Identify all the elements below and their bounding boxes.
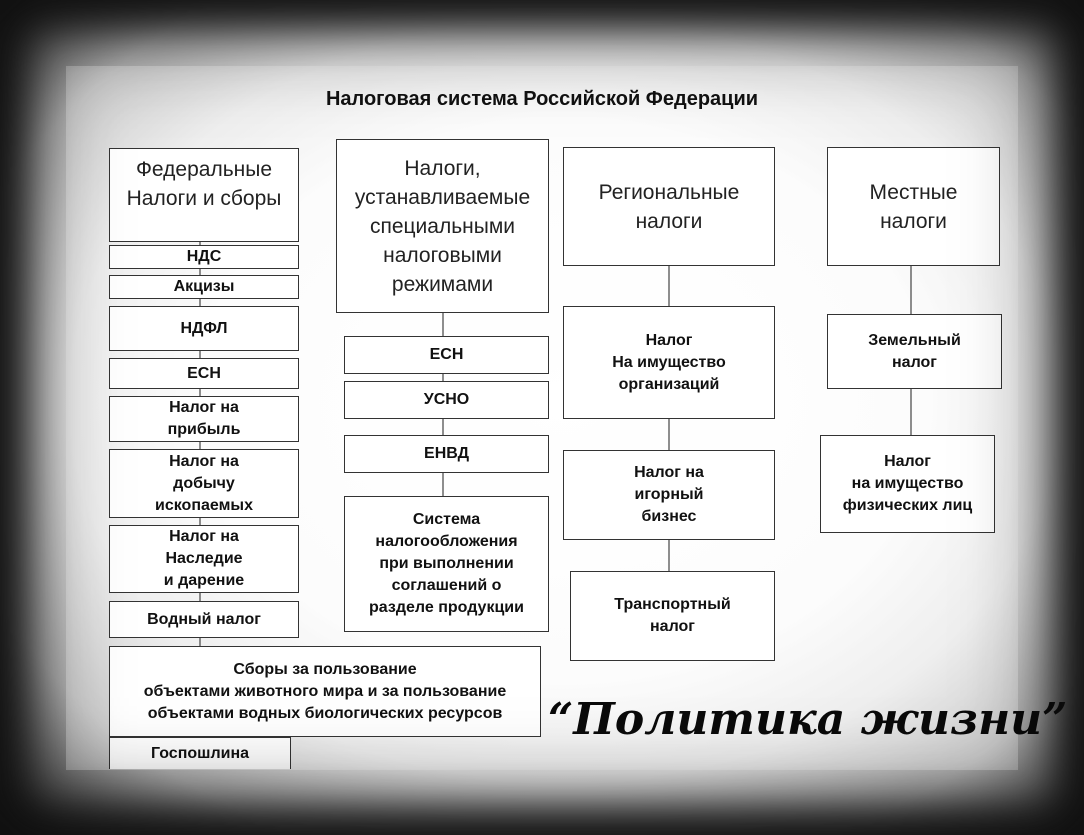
federal-item-inheritance-tax: Налог на Наследие и дарение [109,525,299,593]
federal-item-ndfl: НДФЛ [109,306,299,351]
federal-item-profit-tax: Налог на прибыль [109,396,299,442]
federal-item-excise: Акцизы [109,275,299,299]
federal-item-state-duty: Госпошлина [109,737,291,769]
special-header: Налоги, устанавливаемые специальными нал… [336,139,549,313]
regional-item-gambling-tax: Налог на игорный бизнес [563,450,775,540]
federal-item-nds: НДС [109,245,299,269]
federal-item-esn: ЕСН [109,358,299,389]
regional-item-property-tax: Налог На имущество организаций [563,306,775,419]
local-header: Местные налоги [827,147,1000,266]
federal-item-mining-tax: Налог на добычу ископаемых [109,449,299,518]
special-item-psa-system: Система налогообложения при выполнении с… [344,496,549,632]
local-item-personal-property-tax: Налог на имущество физических лиц [820,435,995,533]
special-item-envd: ЕНВД [344,435,549,473]
diagram-title: Налоговая система Российской Федерации [325,88,759,110]
federal-item-wildlife-fees: Сборы за пользование объектами животного… [109,646,541,737]
federal-item-water-tax: Водный налог [109,601,299,638]
local-item-land-tax: Земельный налог [827,314,1002,389]
regional-header: Региональные налоги [563,147,775,266]
special-item-usno: УСНО [344,381,549,419]
federal-header: Федеральные Налоги и сборы [109,148,299,242]
special-item-esn: ЕСН [344,336,549,374]
signature-caption: “Политика жизни” [548,694,1068,745]
regional-item-transport-tax: Транспортный налог [570,571,775,661]
